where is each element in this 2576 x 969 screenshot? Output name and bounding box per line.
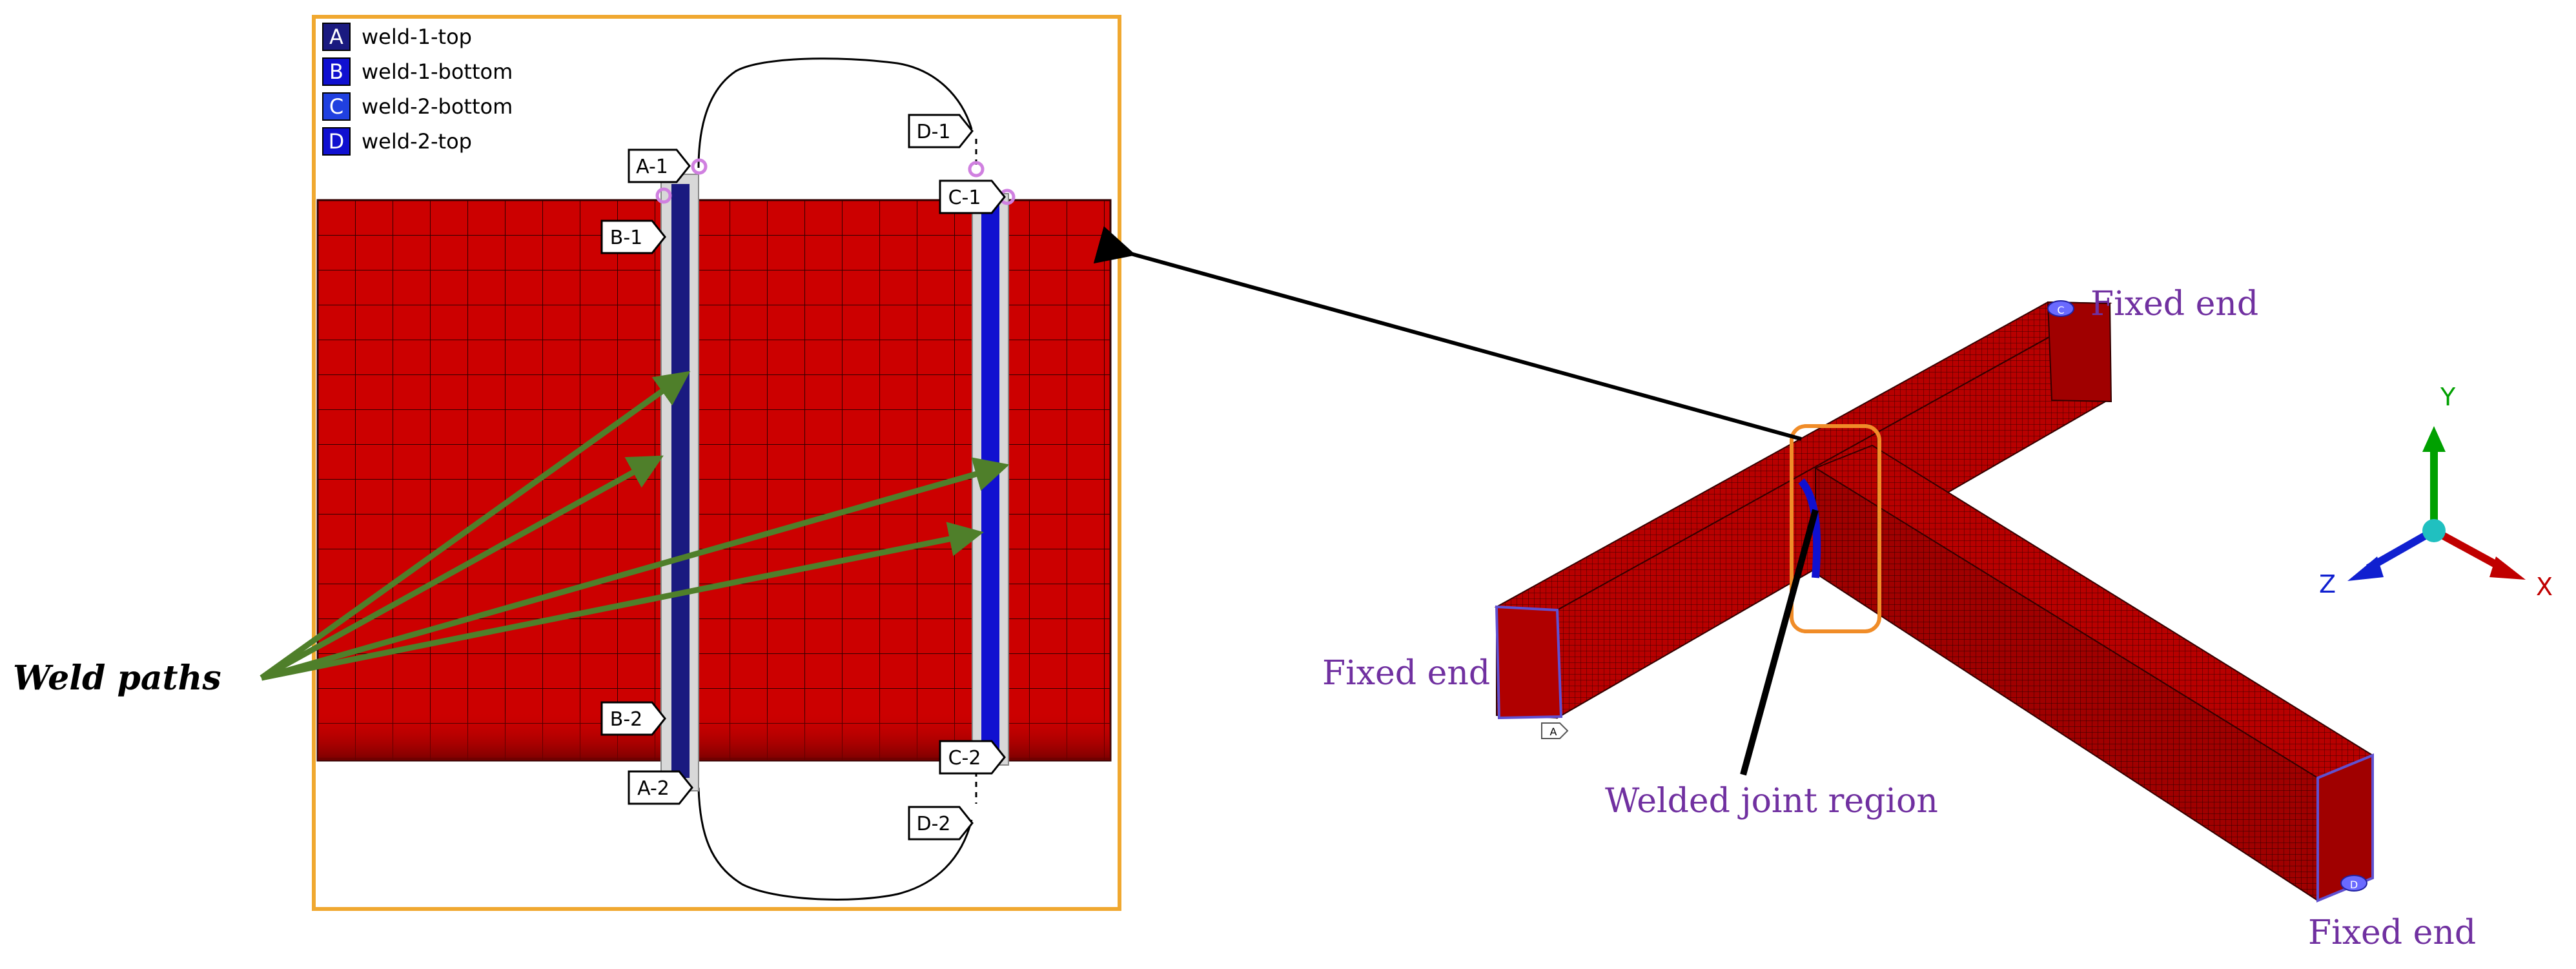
fixed-end-marker-a bbox=[1541, 722, 1569, 739]
tag-c1: C-1 bbox=[939, 179, 1006, 214]
svg-text:D-1: D-1 bbox=[916, 121, 950, 143]
x-axis-label: X bbox=[2536, 573, 2553, 601]
tag-c2: C-2 bbox=[939, 740, 1006, 775]
legend-label-c: weld-2-bottom bbox=[362, 94, 513, 119]
z-axis-head bbox=[2347, 556, 2384, 581]
welded-joint-region-label: Welded joint region bbox=[1605, 782, 1938, 821]
legend-label-b: weld-1-bottom bbox=[362, 59, 513, 84]
crossbar-right-end bbox=[2047, 301, 2112, 403]
weld-paths-label: Weld paths bbox=[13, 658, 221, 698]
legend: A weld-1-top B weld-1-bottom C weld-2-bo… bbox=[322, 23, 513, 156]
legend-item-b: B weld-1-bottom bbox=[322, 57, 513, 86]
tag-a2: A-2 bbox=[628, 770, 693, 805]
zoom-pointer-arrow bbox=[1093, 226, 1802, 441]
region-pointer-line bbox=[1740, 509, 1819, 776]
legend-label-a: weld-1-top bbox=[362, 25, 472, 49]
end-tag-a: A bbox=[1550, 726, 1557, 738]
y-axis-label: Y bbox=[2440, 383, 2456, 411]
svg-text:B-1: B-1 bbox=[610, 227, 643, 249]
end-tag-c: C bbox=[2057, 304, 2064, 316]
legend-item-a: A weld-1-top bbox=[322, 23, 472, 51]
weld-1-strip bbox=[671, 184, 690, 778]
weld-path-loop-bottom bbox=[697, 787, 973, 901]
tag-a1: A-1 bbox=[628, 148, 691, 183]
stem-end-face bbox=[2316, 753, 2374, 903]
fixed-end-marker-d bbox=[2340, 875, 2367, 892]
end-tag-d: D bbox=[2350, 879, 2358, 891]
fixed-end-label-top: Fixed end bbox=[2090, 285, 2258, 323]
tag-d1: D-1 bbox=[908, 114, 974, 148]
legend-key-c: C bbox=[329, 94, 343, 119]
axis-origin bbox=[2422, 519, 2446, 542]
welded-region-box bbox=[1790, 424, 1881, 633]
legend-key-d: D bbox=[329, 129, 345, 154]
fixed-end-label-bottom: Fixed end bbox=[2308, 913, 2476, 952]
t-joint-model: C D A bbox=[1494, 300, 2375, 903]
tag-d2: D-2 bbox=[908, 806, 974, 841]
legend-key-b: B bbox=[329, 59, 343, 84]
weld-path-loop bbox=[697, 57, 973, 168]
fixed-end-marker-c bbox=[2047, 300, 2074, 317]
legend-key-a: A bbox=[329, 25, 343, 49]
x-axis-head bbox=[2489, 556, 2526, 580]
zoom-panel: A weld-1-top B weld-1-bottom C weld-2-bo… bbox=[312, 15, 1121, 911]
z-axis bbox=[2366, 527, 2436, 572]
weld-path-arrows bbox=[260, 371, 1010, 681]
legend-item-d: D weld-2-top bbox=[322, 127, 472, 156]
tag-b2: B-2 bbox=[600, 701, 666, 736]
svg-text:D-2: D-2 bbox=[916, 813, 950, 835]
z-axis-label: Z bbox=[2319, 570, 2336, 598]
weld-2-strip bbox=[981, 203, 999, 759]
svg-text:C-1: C-1 bbox=[948, 187, 981, 209]
svg-text:C-2: C-2 bbox=[948, 747, 981, 770]
svg-text:A-2: A-2 bbox=[637, 777, 670, 800]
legend-label-d: weld-2-top bbox=[362, 129, 472, 154]
svg-text:B-2: B-2 bbox=[610, 708, 643, 731]
crossbar-left-end bbox=[1495, 605, 1563, 720]
tag-b1: B-1 bbox=[600, 219, 666, 254]
fixed-end-label-left: Fixed end bbox=[1322, 654, 1490, 693]
legend-item-c: C weld-2-bottom bbox=[322, 92, 513, 121]
svg-text:A-1: A-1 bbox=[636, 156, 668, 178]
y-axis-head bbox=[2422, 426, 2446, 452]
x-axis bbox=[2432, 527, 2507, 573]
axis-triad: Y X Z bbox=[2319, 383, 2553, 601]
